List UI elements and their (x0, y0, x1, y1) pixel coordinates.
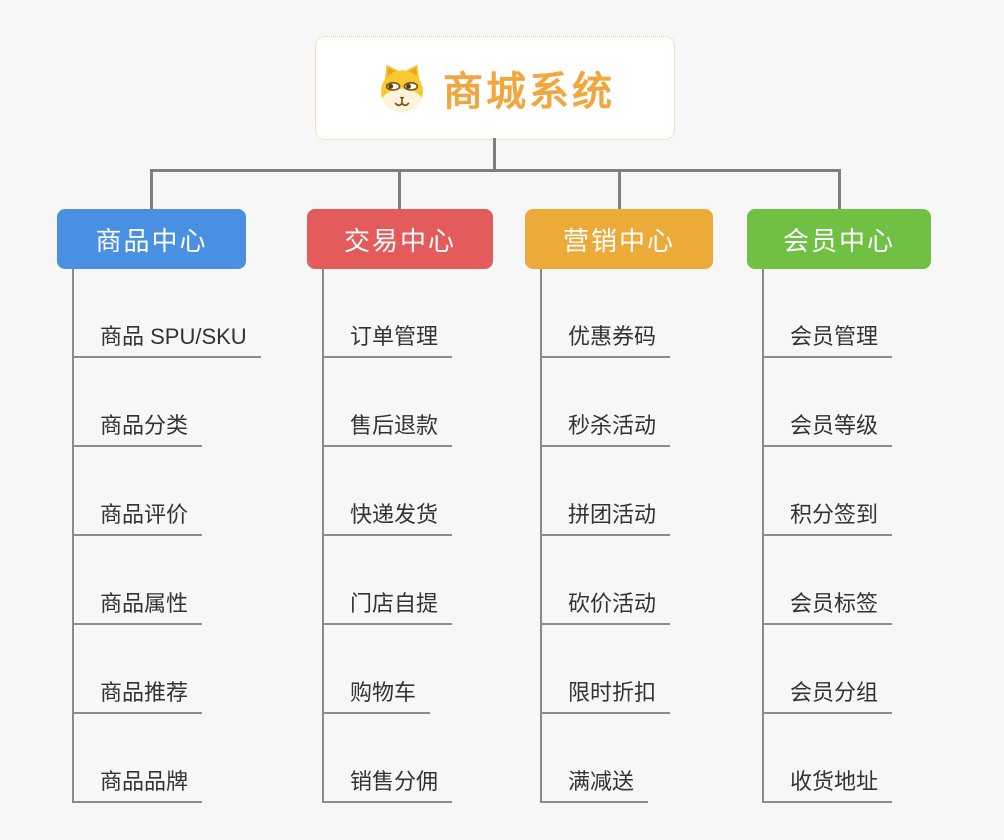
leaf-node[interactable]: 购物车 (322, 625, 493, 714)
leaf-label: 会员分组 (762, 675, 893, 714)
leaf-node[interactable]: 售后退款 (322, 358, 493, 447)
leaf-node[interactable]: 门店自提 (322, 536, 493, 625)
branch-spine (72, 269, 74, 803)
connector-drop-3 (618, 169, 621, 210)
branch-column-members: 会员中心 会员管理 会员等级 积分签到 会员标签 会员分组 收货地址 (747, 209, 931, 803)
leaf-node[interactable]: 砍价活动 (540, 536, 713, 625)
branch-column-trade: 交易中心 订单管理 售后退款 快递发货 门店自提 购物车 销售分佣 (307, 209, 493, 803)
branch-column-marketing: 营销中心 优惠券码 秒杀活动 拼团活动 砍价活动 限时折扣 满减送 (525, 209, 713, 803)
root-title: 商城系统 (443, 70, 615, 114)
leaf-node[interactable]: 销售分佣 (322, 714, 493, 803)
leaf-label: 拼团活动 (540, 497, 671, 536)
leaf-node[interactable]: 商品品牌 (72, 714, 261, 803)
leaf-label: 满减送 (540, 764, 649, 803)
leaf-label: 商品品牌 (72, 764, 203, 803)
leaf-node[interactable]: 积分签到 (762, 447, 931, 536)
root-node[interactable]: 商城系统 (315, 36, 675, 140)
leaf-label: 积分签到 (762, 497, 893, 536)
leaf-label: 限时折扣 (540, 675, 671, 714)
branch-spine (762, 269, 764, 803)
connector-horizontal (150, 169, 841, 172)
leaf-label: 订单管理 (322, 319, 453, 358)
leaf-node[interactable]: 商品 SPU/SKU (72, 269, 261, 358)
leaf-node[interactable]: 会员标签 (762, 536, 931, 625)
connector-drop-2 (398, 169, 401, 210)
doge-icon (381, 64, 423, 113)
leaf-node[interactable]: 优惠券码 (540, 269, 713, 358)
leaf-label: 商品分类 (72, 408, 203, 447)
branch-spine (322, 269, 324, 803)
leaf-label: 砍价活动 (540, 586, 671, 625)
leaf-node[interactable]: 商品评价 (72, 447, 261, 536)
connector-drop-1 (150, 169, 153, 210)
leaf-label: 售后退款 (322, 408, 453, 447)
branch-column-products: 商品中心 商品 SPU/SKU 商品分类 商品评价 商品属性 商品推荐 商品品牌 (57, 209, 261, 803)
branch-node-trade[interactable]: 交易中心 (307, 209, 493, 269)
leaf-node[interactable]: 快递发货 (322, 447, 493, 536)
leaf-node[interactable]: 订单管理 (322, 269, 493, 358)
leaf-label: 会员管理 (762, 319, 893, 358)
branch-node-marketing[interactable]: 营销中心 (525, 209, 713, 269)
leaf-node[interactable]: 拼团活动 (540, 447, 713, 536)
leaf-label: 快递发货 (322, 497, 453, 536)
leaf-label: 商品属性 (72, 586, 203, 625)
leaf-label: 优惠券码 (540, 319, 671, 358)
leaf-label: 秒杀活动 (540, 408, 671, 447)
branch-node-members[interactable]: 会员中心 (747, 209, 931, 269)
leaf-label: 购物车 (322, 675, 431, 714)
leaf-label: 销售分佣 (322, 764, 453, 803)
leaf-label: 门店自提 (322, 586, 453, 625)
leaf-label: 收货地址 (762, 764, 893, 803)
leaf-node[interactable]: 秒杀活动 (540, 358, 713, 447)
leaf-label: 会员标签 (762, 586, 893, 625)
leaf-node[interactable]: 会员管理 (762, 269, 931, 358)
connector-root-stub (493, 138, 496, 172)
leaf-node[interactable]: 收货地址 (762, 714, 931, 803)
leaf-label: 会员等级 (762, 408, 893, 447)
leaf-node[interactable]: 限时折扣 (540, 625, 713, 714)
connector-drop-4 (838, 169, 841, 210)
leaf-node[interactable]: 满减送 (540, 714, 713, 803)
leaf-node[interactable]: 商品属性 (72, 536, 261, 625)
leaf-label: 商品推荐 (72, 675, 203, 714)
leaf-node[interactable]: 会员等级 (762, 358, 931, 447)
branch-spine (540, 269, 542, 803)
branch-node-products[interactable]: 商品中心 (57, 209, 246, 269)
leaf-node[interactable]: 商品推荐 (72, 625, 261, 714)
leaf-node[interactable]: 商品分类 (72, 358, 261, 447)
leaf-label: 商品 SPU/SKU (72, 319, 261, 358)
leaf-label: 商品评价 (72, 497, 203, 536)
leaf-node[interactable]: 会员分组 (762, 625, 931, 714)
